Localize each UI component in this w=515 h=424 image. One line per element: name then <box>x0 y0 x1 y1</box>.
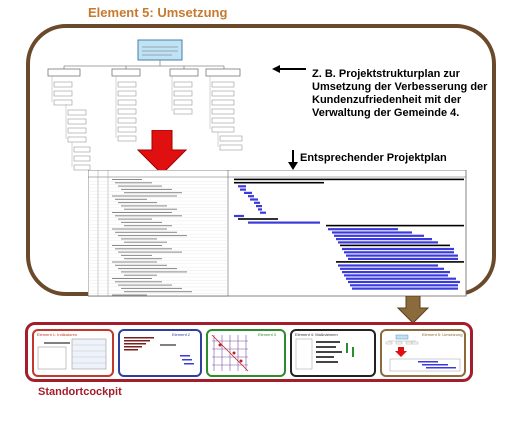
cockpit-panel-4[interactable]: Element 4: Maßnahmen <box>290 329 376 377</box>
gantt-bar <box>328 228 398 231</box>
gantt-task-label <box>115 264 167 266</box>
gantt-task-label <box>124 208 177 210</box>
gantt-bar <box>260 211 266 214</box>
gantt-task-label <box>118 185 162 187</box>
gantt-task-label <box>121 188 172 190</box>
left-arrow-icon <box>272 65 306 73</box>
gantt-bar <box>346 254 458 257</box>
gantt-bar <box>238 185 246 188</box>
gantt-task-label <box>115 182 152 184</box>
cockpit-panel-3[interactable]: Element 3 <box>206 329 286 377</box>
plan-annotation: Entsprechender Projektplan <box>300 152 447 164</box>
gantt-bar <box>340 267 444 270</box>
gantt-task-label <box>115 198 147 200</box>
gantt-task-label <box>112 294 147 296</box>
gantt-bar <box>326 224 464 227</box>
gantt-task-label <box>112 212 172 213</box>
gantt-task-label <box>115 248 172 250</box>
standortcockpit-strip: Element 1: Indikatoren Element 2 Element… <box>25 322 473 382</box>
gantt-task-label <box>112 179 142 180</box>
gantt-task-label <box>121 238 157 240</box>
cockpit-panel-3-graphic <box>211 334 249 372</box>
small-down-arrow-icon <box>288 150 298 170</box>
gantt-task-label <box>115 215 182 217</box>
gantt-bar <box>338 241 438 244</box>
gantt-task-label <box>118 235 187 237</box>
gantt-bar <box>334 234 424 237</box>
gantt-bar <box>348 280 460 284</box>
cockpit-panel-2-graphic <box>124 337 194 365</box>
cockpit-panel-5-title: Element 5: Umsetzung <box>422 332 463 337</box>
gantt-bar <box>254 201 260 204</box>
cockpit-panel-1[interactable]: Element 1: Indikatoren <box>32 329 114 377</box>
gantt-bar <box>332 231 412 234</box>
gantt-task-label <box>112 261 157 263</box>
gantt-task-label <box>121 205 167 207</box>
gantt-bar <box>336 238 432 241</box>
gantt-bar <box>234 214 244 218</box>
gantt-task-label <box>121 271 187 273</box>
cockpit-panel-4-title: Element 4: Maßnahmen <box>295 332 338 337</box>
gantt-task-label <box>124 225 172 227</box>
gantt-bar <box>338 264 438 267</box>
connector-arrow-icon <box>396 296 430 324</box>
cockpit-caption: Standortcockpit <box>38 386 122 398</box>
gantt-bar <box>234 181 324 184</box>
gantt-task-label <box>118 268 177 270</box>
project-plan-gantt <box>88 170 467 297</box>
gantt-task-label <box>118 218 152 220</box>
gantt-task-label <box>124 192 182 194</box>
gantt-bar <box>250 198 258 201</box>
cockpit-panel-1-title: Element 1: Indikatoren <box>37 332 78 337</box>
gantt-bar <box>240 188 246 191</box>
gantt-task-label <box>121 221 162 223</box>
cockpit-panel-1-graphic <box>37 338 107 370</box>
gantt-task-label <box>124 291 192 293</box>
gantt-task-label <box>118 251 182 253</box>
gantt-bar <box>340 244 450 247</box>
psp-annotation: Z. B. Projektstrukturplan zur Umsetzung … <box>312 68 488 119</box>
gantt-bar <box>346 277 456 280</box>
gantt-task-label <box>112 278 152 279</box>
gantt-task-label <box>124 241 167 243</box>
gantt-bar <box>238 218 278 220</box>
cockpit-panel-2-title: Element 2 <box>172 332 191 337</box>
gantt-bar <box>342 271 450 274</box>
page-title: Element 5: Umsetzung <box>88 5 228 20</box>
cockpit-panel-4-graphic <box>295 338 354 370</box>
gantt-task-label <box>115 281 162 283</box>
gantt-task-label <box>118 202 157 204</box>
gantt-bar <box>352 287 458 290</box>
psp-root <box>137 39 183 61</box>
gantt-task-label <box>124 258 162 260</box>
gantt-bar <box>258 208 262 211</box>
gantt-bar <box>248 221 320 224</box>
gantt-bar <box>248 195 254 198</box>
cockpit-panel-3-title: Element 3 <box>258 332 277 337</box>
gantt-task-label <box>124 274 157 276</box>
down-arrow-icon <box>136 130 188 175</box>
cockpit-panel-5-graphic <box>385 334 461 372</box>
gantt-bar <box>350 284 458 287</box>
gantt-task-label <box>118 284 172 286</box>
gantt-task-label <box>115 231 177 233</box>
gantt-task-label <box>121 254 152 256</box>
gantt-bar <box>344 251 454 254</box>
cockpit-panel-2[interactable]: Element 2 <box>118 329 202 377</box>
gantt-task-label <box>112 195 177 197</box>
gantt-bar <box>342 247 454 251</box>
gantt-bar <box>348 257 458 260</box>
gantt-bar <box>344 274 448 277</box>
gantt-task-label <box>121 287 182 289</box>
project-structure-plan <box>47 39 243 171</box>
gantt-task-label <box>112 245 162 246</box>
gantt-bar <box>256 205 262 208</box>
gantt-task-label <box>112 228 167 230</box>
cockpit-panel-5[interactable]: Element 5: Umsetzung <box>380 329 466 377</box>
gantt-bar <box>234 178 464 181</box>
gantt-bar <box>244 191 252 194</box>
gantt-bar <box>336 261 464 263</box>
